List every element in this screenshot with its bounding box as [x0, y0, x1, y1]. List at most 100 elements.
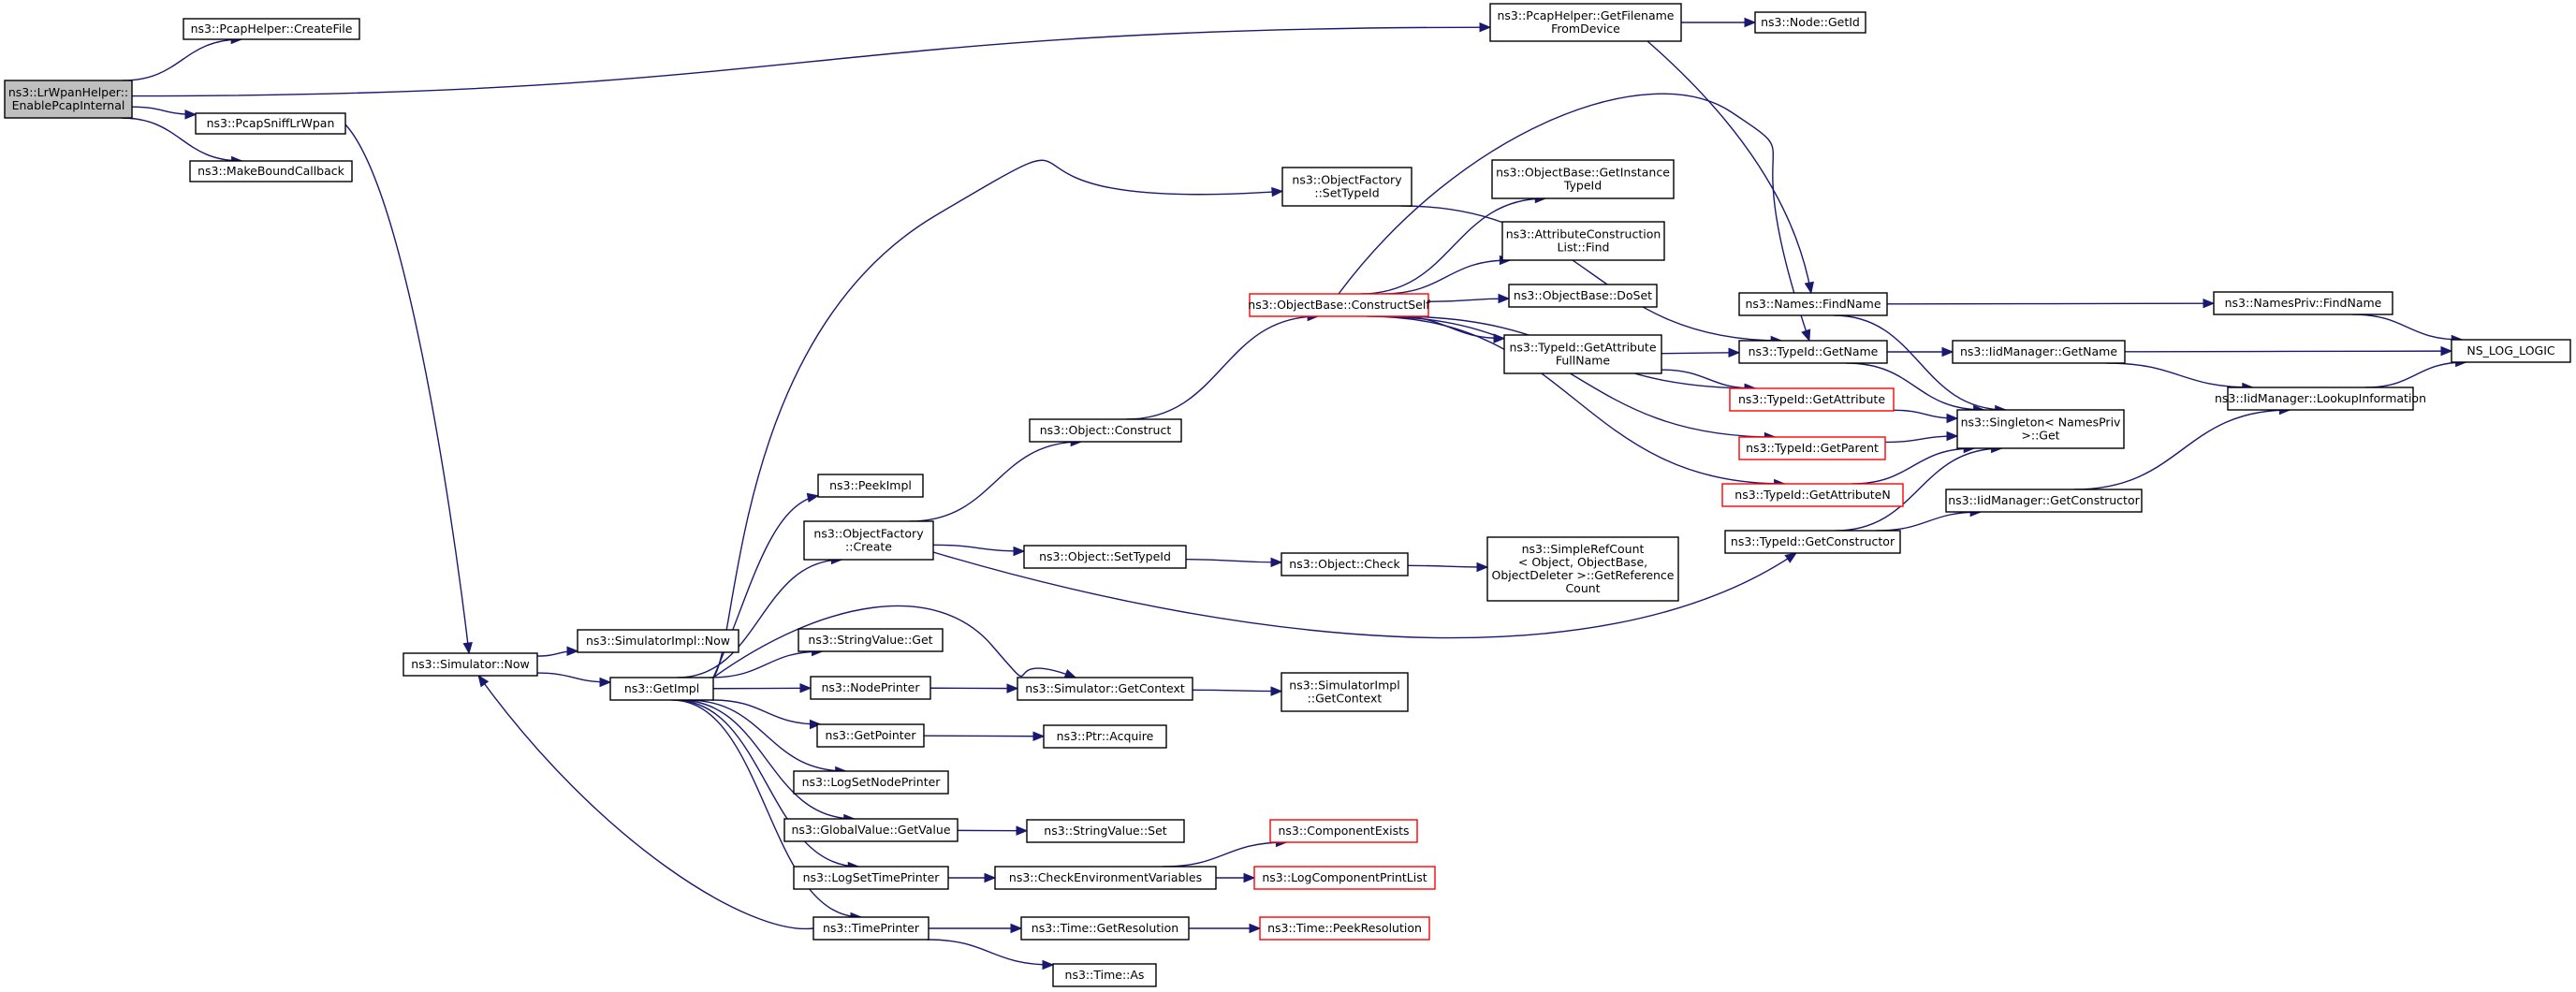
- node-namesfind[interactable]: ns3::Names::FindName: [1738, 292, 1888, 316]
- node-tigetattr-label-line: ns3::TypeId::GetAttribute: [1738, 392, 1885, 406]
- edge-timeprinter-to-timeas: [927, 939, 1055, 970]
- edge-getimpl-to-simgetctx: [712, 605, 1077, 678]
- node-timegetres-box: [1020, 916, 1190, 941]
- node-tigetctor[interactable]: ns3::TypeId::GetConstructor: [1724, 530, 1901, 554]
- node-getimpl[interactable]: ns3::GetImpl: [609, 677, 714, 701]
- node-simimplnow[interactable]: ns3::SimulatorImpl::Now: [577, 629, 739, 653]
- node-simnow[interactable]: ns3::Simulator::Now: [402, 652, 538, 677]
- node-compexists[interactable]: ns3::ComponentExists: [1269, 819, 1418, 843]
- node-iidgetname[interactable]: ns3::IidManager::GetName: [1952, 340, 2126, 364]
- node-logsetnode-box: [793, 770, 949, 795]
- node-ofcreate[interactable]: ns3::ObjectFactory::Create: [803, 520, 934, 561]
- edge-timegetres-to-timepeekres: [1189, 923, 1262, 934]
- node-obdoset[interactable]: ns3::ObjectBase::DoSet: [1508, 284, 1658, 308]
- node-logsettime-label-line: ns3::LogSetTimePrinter: [803, 870, 941, 884]
- edge-root-to-getfilename: [131, 22, 1492, 97]
- node-peekimpl[interactable]: ns3::PeekImpl: [817, 474, 924, 498]
- node-nodeprinter[interactable]: ns3::NodePrinter: [810, 676, 931, 700]
- edge-getimpl-to-gvgetvalue: [678, 699, 856, 824]
- node-checkenv[interactable]: ns3::CheckEnvironmentVariables: [994, 866, 1217, 890]
- node-simimplnow-label-line: ns3::SimulatorImpl::Now: [586, 634, 730, 648]
- node-compexists-label-line: ns3::ComponentExists: [1278, 824, 1409, 838]
- node-singleton-box: [1956, 409, 2125, 449]
- node-logsetnode[interactable]: ns3::LogSetNodePrinter: [793, 770, 949, 795]
- node-constructself[interactable]: ns3::ObjectBase::ConstructSelf: [1248, 293, 1430, 317]
- node-obgetinst-label-line: TypeId: [1563, 179, 1602, 193]
- node-tigetattrfull-label-line: ns3::TypeId::GetAttribute: [1509, 341, 1656, 355]
- node-simimplgetctx-box: [1281, 672, 1409, 712]
- node-simimplnow-box: [577, 629, 739, 653]
- node-objsettypeid[interactable]: ns3::Object::SetTypeId: [1023, 545, 1187, 569]
- node-ptracquire[interactable]: ns3::Ptr::Acquire: [1043, 724, 1167, 749]
- edge-ofcreate-to-objsettypeid: [932, 544, 1026, 557]
- node-getfilename-box: [1489, 3, 1682, 42]
- node-timeas[interactable]: ns3::Time::As: [1052, 963, 1157, 987]
- node-nodeprinter-label-line: ns3::NodePrinter: [821, 680, 920, 694]
- edge-namesfind-to-namesprivfind: [1886, 298, 2216, 309]
- node-objconstruct[interactable]: ns3::Object::Construct: [1029, 418, 1182, 443]
- node-iidlookup[interactable]: ns3::IidManager::LookupInformation: [2215, 387, 2426, 411]
- node-createfile[interactable]: ns3::PcapHelper::CreateFile: [183, 18, 360, 40]
- node-ofsettypeid-label-line: ns3::ObjectFactory: [1292, 173, 1402, 187]
- node-tigetattr-box: [1729, 387, 1895, 412]
- node-simgetctx[interactable]: ns3::Simulator::GetContext: [1017, 677, 1193, 701]
- node-root[interactable]: ns3::LrWpanHelper::EnablePcapInternal: [4, 80, 133, 119]
- node-logcompprint[interactable]: ns3::LogComponentPrintList: [1253, 866, 1436, 890]
- node-root-box: [4, 80, 133, 119]
- node-stringget-label-line: ns3::StringValue::Get: [808, 633, 932, 647]
- node-objsettypeid-label-line: ns3::Object::SetTypeId: [1039, 549, 1171, 563]
- node-logsetnode-label-line: ns3::LogSetNodePrinter: [802, 775, 942, 789]
- node-getimpl-label-line: ns3::GetImpl: [624, 681, 699, 695]
- node-simgetctx-label-line: ns3::Simulator::GetContext: [1025, 681, 1185, 695]
- node-singleton-label-line: >::Get: [2021, 429, 2059, 443]
- node-simimplgetctx[interactable]: ns3::SimulatorImpl::GetContext: [1281, 672, 1409, 712]
- node-singleton[interactable]: ns3::Singleton< NamesPriv >::Get: [1956, 409, 2125, 449]
- node-getpointer[interactable]: ns3::GetPointer: [816, 723, 925, 748]
- node-ofcreate-box: [803, 520, 934, 561]
- node-createfile-label-line: ns3::PcapHelper::CreateFile: [191, 22, 353, 36]
- node-ofcreate-label-line: ns3::ObjectFactory: [813, 527, 924, 541]
- node-ptracquire-label-line: ns3::Ptr::Acquire: [1057, 729, 1154, 743]
- node-nodegetid[interactable]: ns3::Node::GetId: [1754, 11, 1866, 34]
- node-simnow-label-line: ns3::Simulator::Now: [411, 657, 530, 671]
- node-obdoset-label-line: ns3::ObjectBase::DoSet: [1514, 288, 1652, 302]
- node-timepeekres-box: [1259, 916, 1430, 941]
- node-namesfind-label-line: ns3::Names::FindName: [1745, 297, 1881, 311]
- node-ofsettypeid[interactable]: ns3::ObjectFactory::SetTypeId: [1281, 167, 1412, 207]
- node-nodegetid-label-line: ns3::Node::GetId: [1761, 15, 1860, 29]
- node-logsettime[interactable]: ns3::LogSetTimePrinter: [793, 866, 949, 890]
- node-tigetattr[interactable]: ns3::TypeId::GetAttribute: [1729, 387, 1895, 412]
- node-tigetattrn[interactable]: ns3::TypeId::GetAttributeN: [1721, 483, 1904, 507]
- node-timegetres[interactable]: ns3::Time::GetResolution: [1020, 916, 1190, 941]
- edge-pcapsniff-to-simnow: [344, 124, 473, 655]
- node-timeprinter[interactable]: ns3::TimePrinter: [812, 916, 929, 941]
- node-timepeekres[interactable]: ns3::Time::PeekResolution: [1259, 916, 1430, 941]
- node-stringget[interactable]: ns3::StringValue::Get: [798, 628, 944, 652]
- edge-constructself-to-acfind: [1382, 255, 1512, 295]
- node-objcheck[interactable]: ns3::Object::Check: [1281, 552, 1409, 576]
- node-timeas-box: [1052, 963, 1157, 987]
- node-nslog[interactable]: NS_LOG_LOGIC: [2451, 339, 2571, 363]
- node-tigetparent[interactable]: ns3::TypeId::GetParent: [1738, 436, 1886, 460]
- node-root-label-line: EnablePcapInternal: [12, 98, 125, 112]
- node-tigetname[interactable]: ns3::TypeId::GetName: [1738, 340, 1888, 364]
- node-iidgetctor[interactable]: ns3::IidManager::GetConstructor: [1945, 489, 2143, 513]
- node-gvgetvalue[interactable]: ns3::GlobalValue::GetValue: [783, 818, 959, 842]
- node-simgetctx-box: [1017, 677, 1193, 701]
- node-obgetinst-label-line: ns3::ObjectBase::GetInstance: [1496, 166, 1670, 180]
- node-iidgetname-box: [1952, 340, 2126, 364]
- edge-objsettypeid-to-objcheck: [1185, 557, 1283, 568]
- node-iidgetname-label-line: ns3::IidManager::GetName: [1960, 344, 2117, 358]
- node-stringset[interactable]: ns3::StringValue::Set: [1026, 819, 1185, 843]
- node-acfind-box: [1501, 221, 1665, 261]
- node-makebound-label-line: ns3::MakeBoundCallback: [198, 164, 345, 178]
- node-makebound[interactable]: ns3::MakeBoundCallback: [189, 160, 353, 182]
- node-namesprivfind[interactable]: ns3::NamesPriv::FindName: [2213, 291, 2393, 315]
- node-pcapsniff[interactable]: ns3::PcapSniffLrWpan: [195, 112, 346, 135]
- node-ofsettypeid-box: [1281, 167, 1412, 207]
- node-simplerefcount[interactable]: ns3::SimpleRefCount< Object, ObjectBase,…: [1486, 536, 1679, 602]
